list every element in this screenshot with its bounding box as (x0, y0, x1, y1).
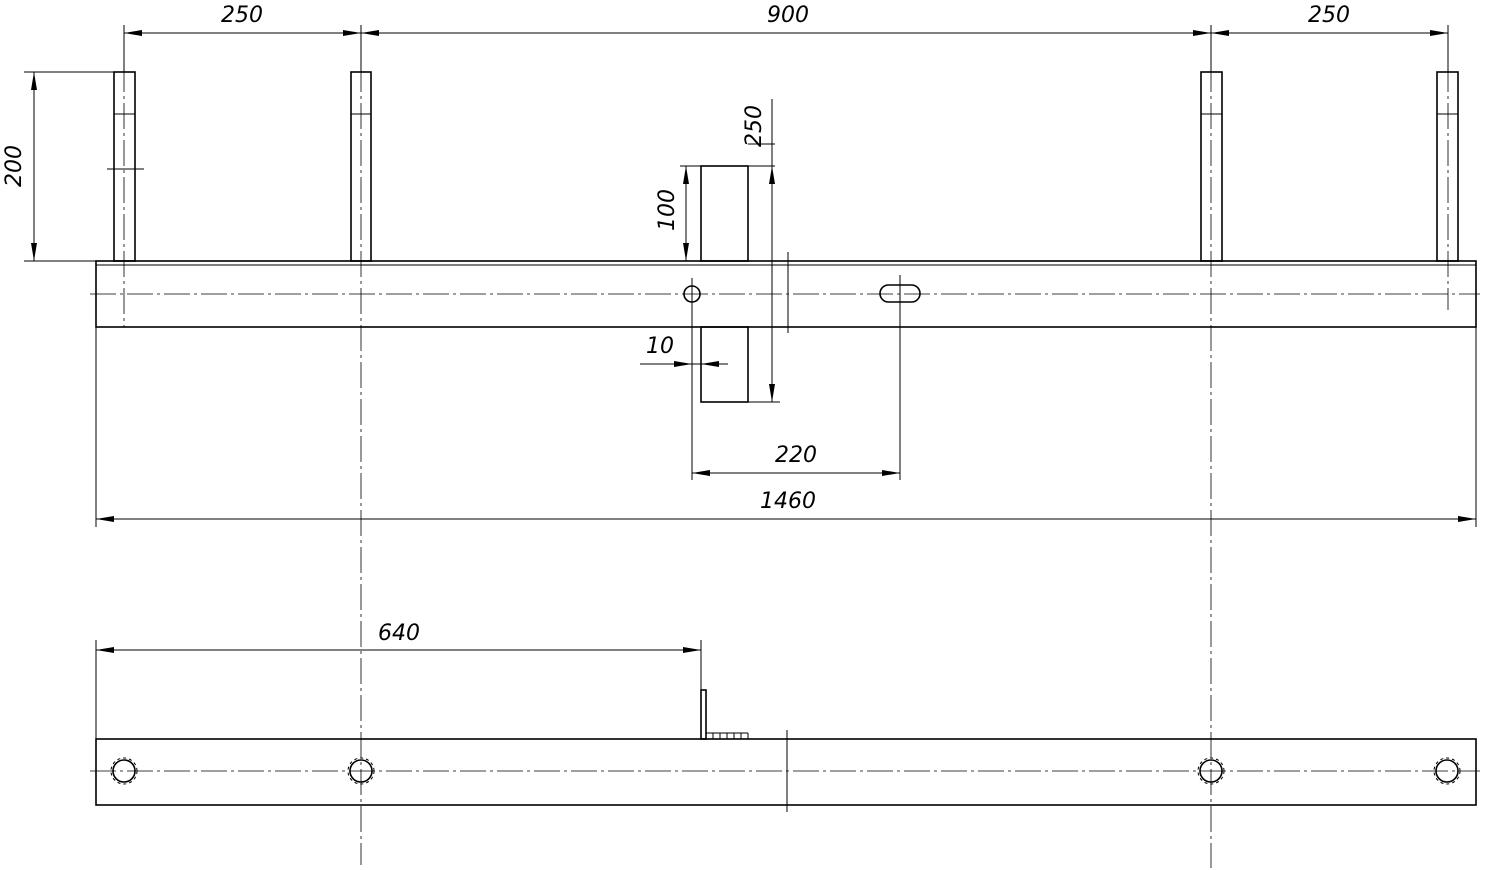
dim-label-10: 10 (646, 334, 674, 359)
plan-hole-2 (347, 757, 375, 785)
dimension-220: 220 (692, 443, 900, 476)
dim-label-250-right: 250 (1308, 3, 1350, 28)
dimension-10: 10 (640, 334, 728, 367)
post-3 (1200, 71, 1223, 262)
plan-view (90, 640, 1480, 812)
dim-label-640: 640 (378, 621, 420, 646)
plan-hole-3 (1197, 757, 1225, 785)
plan-hole-4 (1433, 757, 1461, 785)
dim-label-250-left: 250 (221, 3, 263, 28)
post-4 (1436, 71, 1459, 262)
bracket-plate-upper (700, 165, 749, 262)
dimension-250-left: 250 (124, 3, 361, 36)
dim-label-1460: 1460 (760, 489, 816, 514)
plan-hole-1 (110, 757, 138, 785)
dim-label-200: 200 (2, 145, 27, 187)
dimension-250-vertical: 250 (742, 99, 775, 402)
dim-label-100: 100 (655, 189, 680, 231)
dimension-100: 100 (655, 166, 689, 261)
dimension-900: 900 (361, 3, 1211, 36)
dim-label-250-vertical: 250 (742, 105, 767, 147)
front-view (24, 25, 1480, 868)
dimension-1460: 1460 (96, 489, 1476, 522)
dimension-200: 200 (2, 72, 37, 261)
plan-beam (95, 738, 1477, 806)
dim-label-900: 900 (767, 3, 809, 28)
dimension-250-right: 250 (1211, 3, 1448, 36)
dim-label-220: 220 (775, 443, 817, 468)
angle-bracket (700, 689, 749, 740)
dimension-640: 640 (96, 621, 701, 653)
post-1 (113, 71, 136, 262)
